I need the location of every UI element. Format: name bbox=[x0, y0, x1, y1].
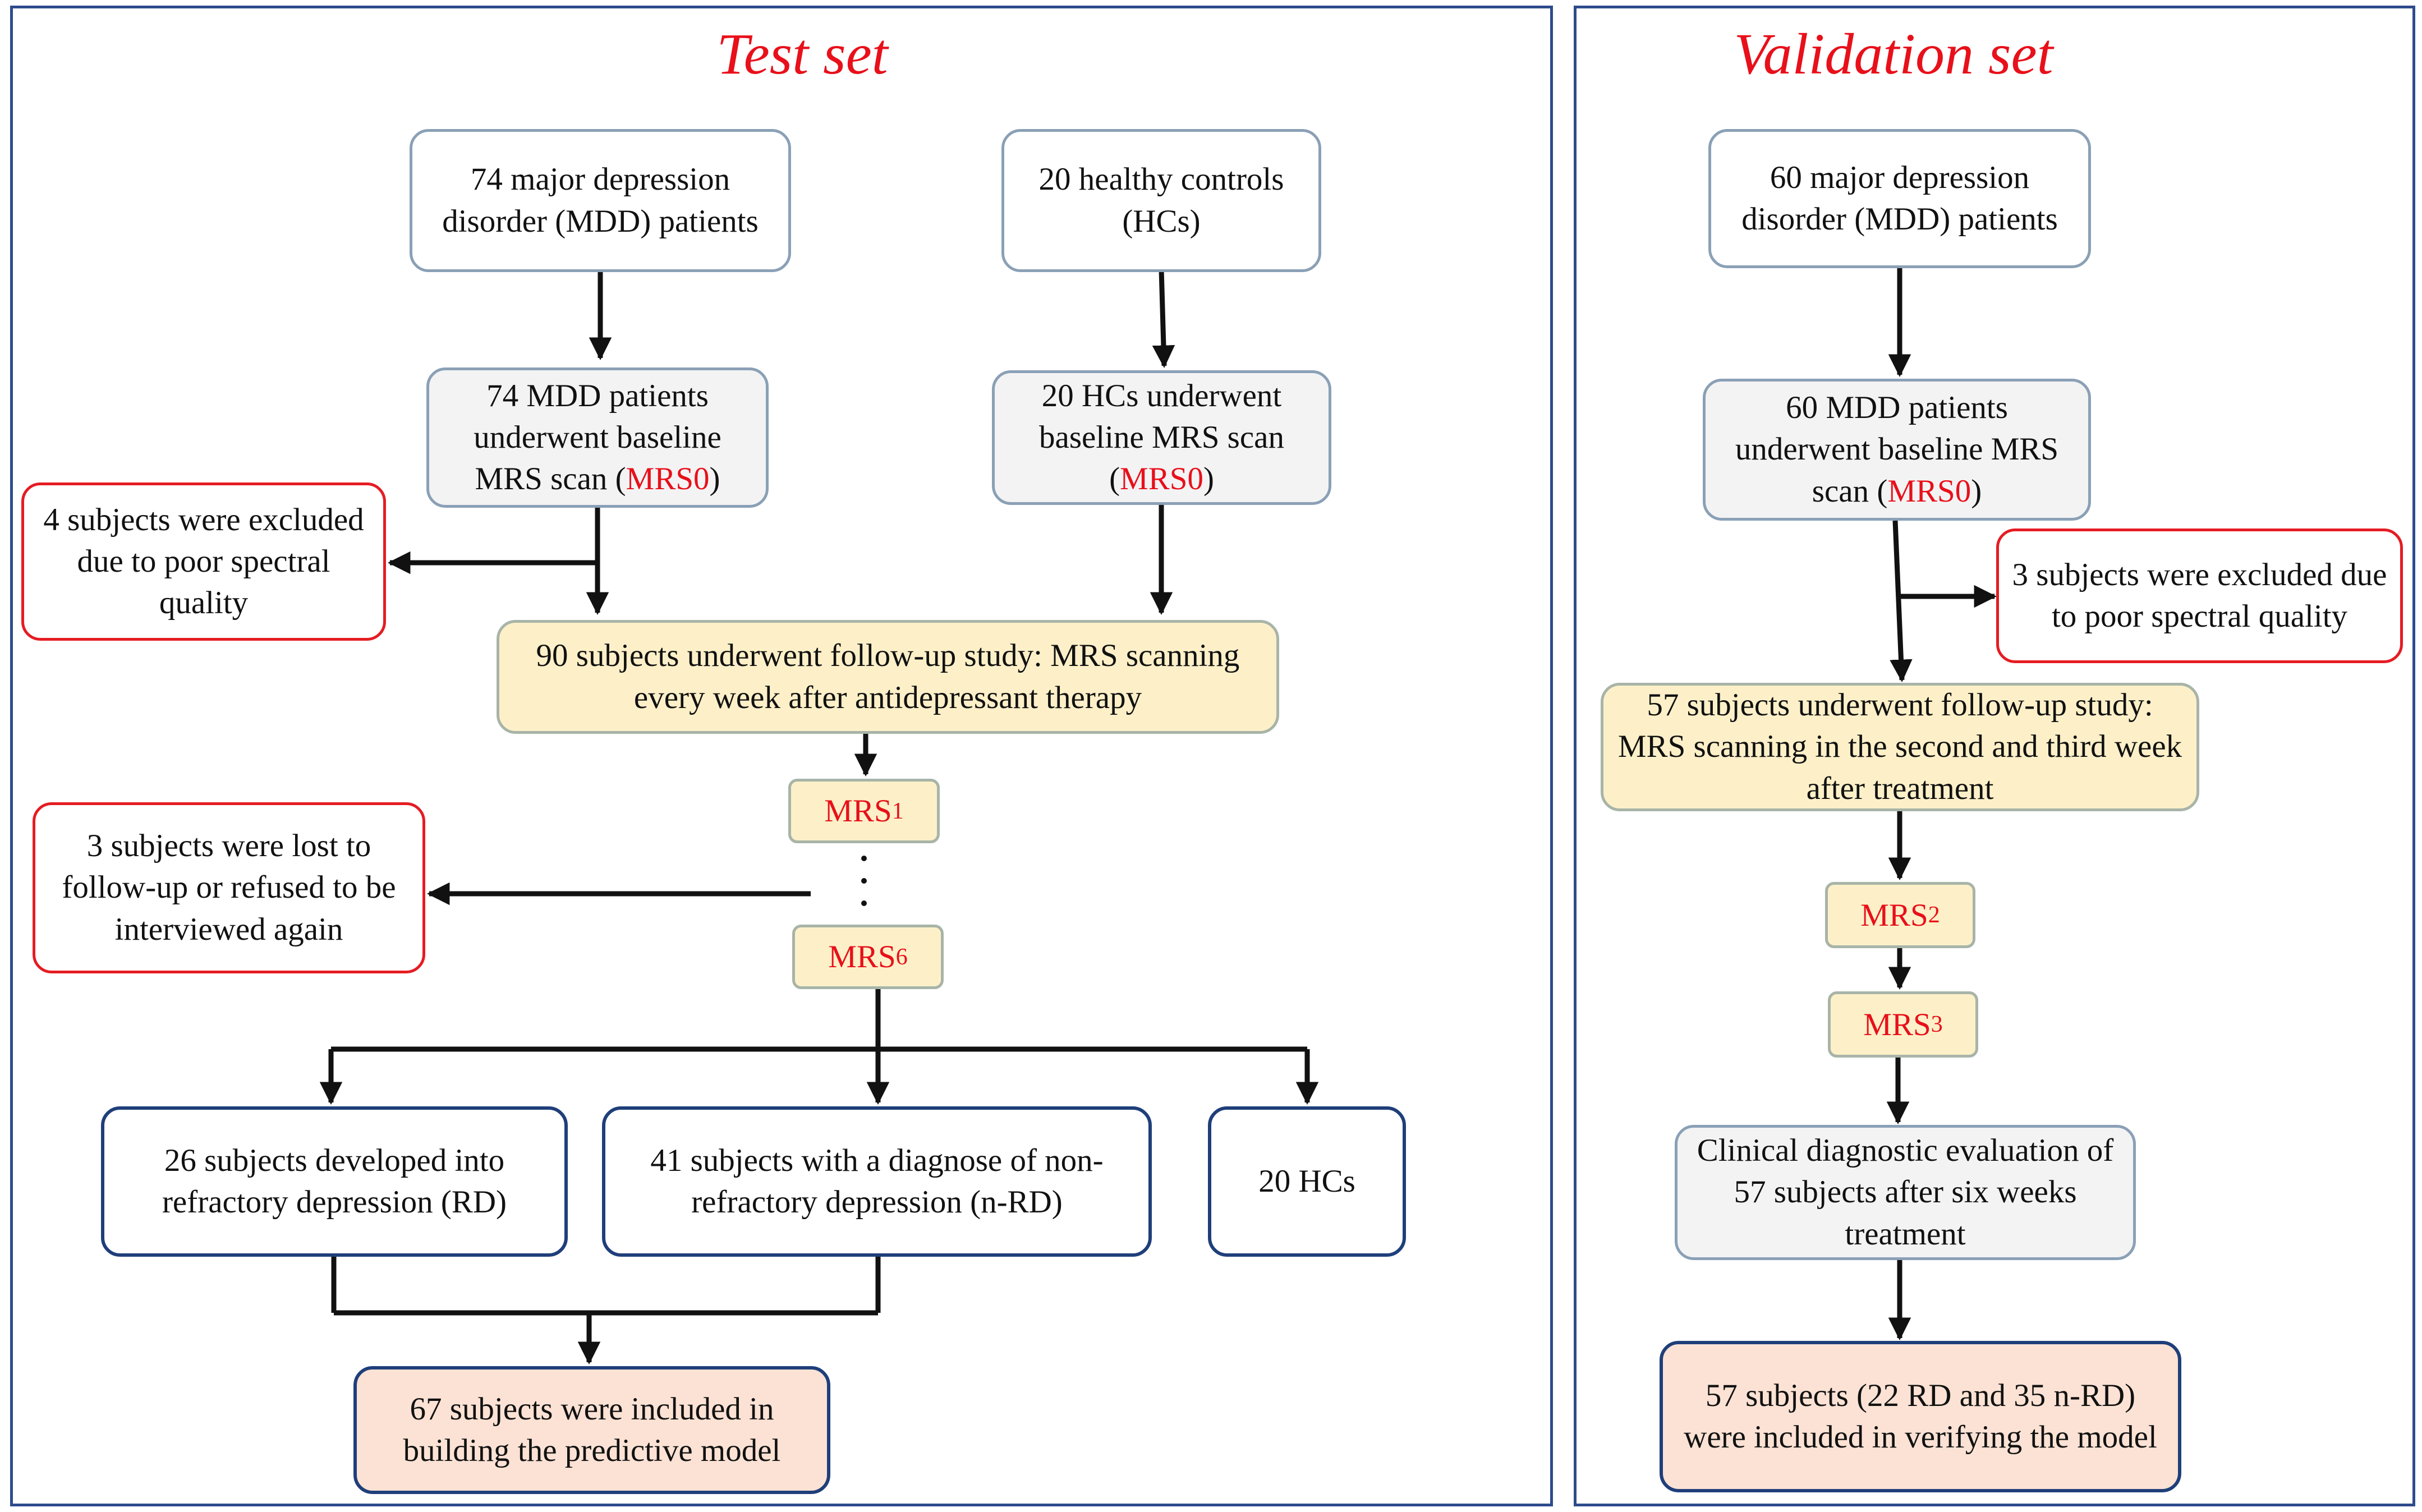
non-refractory-depression-box: 41 subjects with a diagnose of non-refra… bbox=[602, 1106, 1152, 1257]
ellipsis-dot bbox=[861, 900, 867, 906]
val-followup-study-box: 57 subjects underwent follow-up study: M… bbox=[1601, 683, 2199, 811]
hc-baseline-scan-box: 20 HCs underwent baseline MRS scan (MRS0… bbox=[992, 370, 1331, 505]
val-mdd-patients-box: 60 major depression disorder (MDD) patie… bbox=[1708, 129, 2091, 268]
mdd-baseline-text: 74 MDD patients underwent baseline MRS s… bbox=[474, 378, 721, 497]
lost-to-followup-box: 3 subjects were lost to follow-up or ref… bbox=[33, 802, 425, 973]
healthy-controls-box: 20 healthy controls (HCs) bbox=[1001, 129, 1321, 272]
mdd-baseline-scan-box: 74 MDD patients underwent baseline MRS s… bbox=[426, 367, 769, 508]
verify-model-box: 57 subjects (22 RD and 35 n-RD) were inc… bbox=[1660, 1341, 2181, 1492]
arrow-hc-to-baseline bbox=[1152, 269, 1175, 369]
clinical-evaluation-box: Clinical diagnostic evaluation of 57 sub… bbox=[1675, 1125, 2136, 1260]
validation-set-panel bbox=[1574, 6, 2415, 1506]
mrs0-label: MRS0 bbox=[626, 461, 710, 497]
val-mdd-baseline-scan-box: 60 MDD patients underwent baseline MRS s… bbox=[1703, 379, 2091, 521]
test-set-title: Test set bbox=[716, 22, 888, 86]
hcs-box: 20 HCs bbox=[1208, 1106, 1406, 1257]
val-mdd-baseline-text: 60 MDD patients underwent baseline MRS s… bbox=[1735, 390, 2059, 509]
excluded-poor-quality-box: 4 subjects were excluded due to poor spe… bbox=[21, 482, 386, 641]
ellipsis-dot bbox=[861, 878, 867, 884]
mrs0-label: MRS0 bbox=[1120, 461, 1203, 497]
hc-baseline-text: 20 HCs underwent baseline MRS scan (MRS0… bbox=[1039, 378, 1284, 497]
refractory-depression-box: 26 subjects developed into refractory de… bbox=[101, 1106, 568, 1257]
mrs0-label: MRS0 bbox=[1887, 473, 1971, 509]
ellipsis-dot bbox=[861, 856, 867, 861]
val-excluded-poor-quality-box: 3 subjects were excluded due to poor spe… bbox=[1996, 528, 2403, 663]
test-set-panel bbox=[10, 6, 1553, 1506]
predictive-model-box: 67 subjects were included in building th… bbox=[353, 1366, 830, 1494]
mdd-patients-box: 74 major depression disorder (MDD) patie… bbox=[410, 129, 791, 272]
arrow-val-baseline-down bbox=[1890, 520, 1913, 683]
validation-set-title: Validation set bbox=[1734, 22, 2053, 86]
followup-study-box: 90 subjects underwent follow-up study: M… bbox=[497, 620, 1279, 734]
